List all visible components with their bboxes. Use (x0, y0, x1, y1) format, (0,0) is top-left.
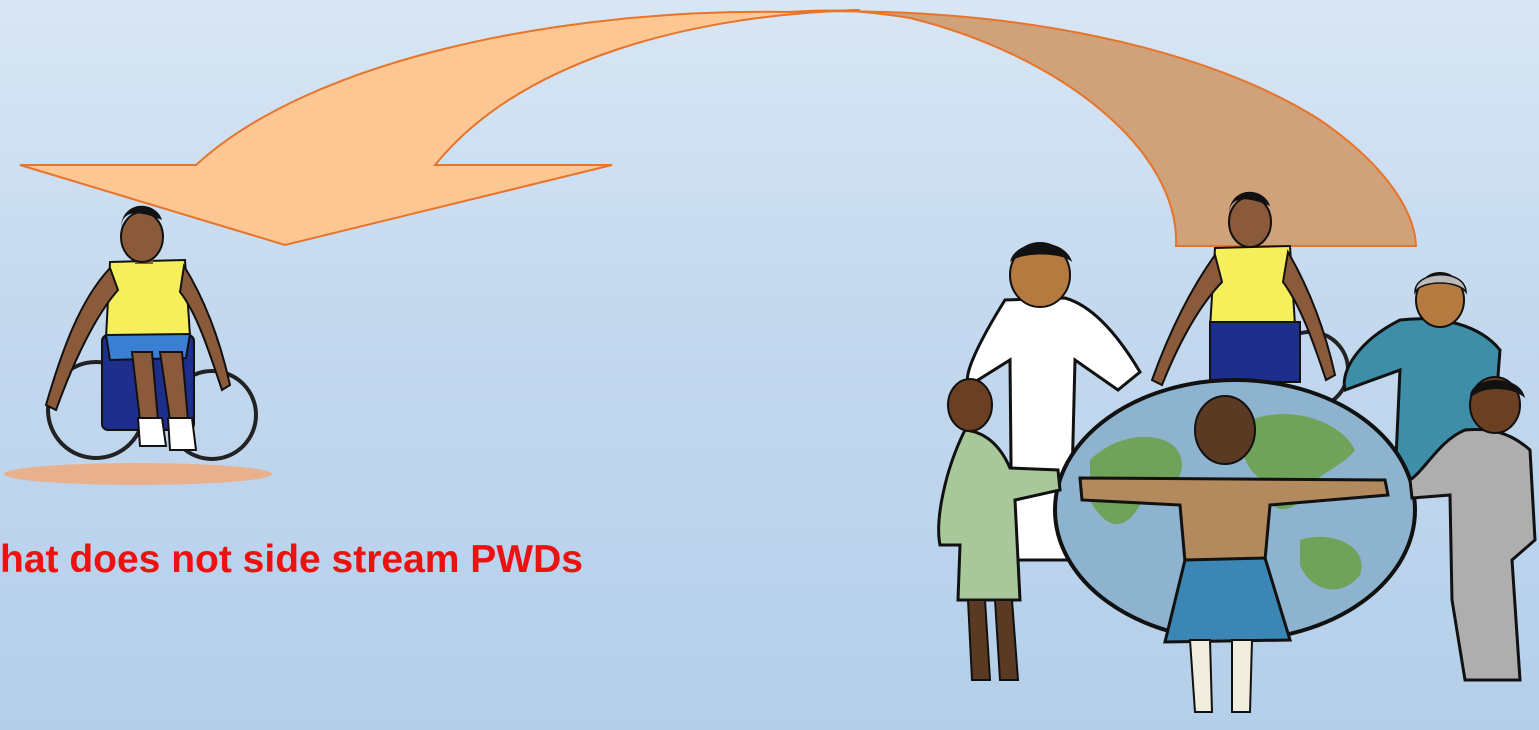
grandma-hair (1414, 274, 1467, 295)
front-woman-head (1194, 395, 1256, 465)
rear-man-chair (1209, 321, 1301, 383)
head (120, 211, 164, 263)
grey-man-body (1408, 428, 1537, 682)
people-around-globe-icon (937, 191, 1537, 713)
grandma-head (1415, 272, 1465, 328)
rear-man-arms (1150, 249, 1337, 387)
arm-left (44, 266, 120, 412)
front-woman-skirt (1163, 556, 1293, 644)
slide-caption: hat does not side stream PWDs (0, 538, 583, 581)
arm-right (178, 263, 232, 392)
hair (121, 205, 162, 228)
wheelchair-user-icon (4, 205, 272, 485)
grey-man-hair (1469, 379, 1525, 398)
front-woman-legs (1188, 639, 1254, 713)
green-woman-head (947, 378, 993, 432)
shoes (136, 417, 198, 451)
rear-man-head (1228, 196, 1272, 248)
rear-man-hair (1229, 191, 1270, 214)
robed-man-head (1009, 242, 1071, 308)
globe-land-c (1300, 536, 1362, 590)
rear-man-torso (1208, 244, 1297, 330)
curved-arrow-icon (19, 9, 1418, 247)
arrow-front-band (19, 9, 861, 247)
floor-shadow (4, 463, 272, 485)
torso (104, 258, 192, 340)
green-woman-legs (966, 599, 1020, 681)
green-woman-body (937, 428, 1062, 602)
arrow-back-band (789, 9, 1418, 247)
robed-man-hair (1010, 243, 1072, 262)
